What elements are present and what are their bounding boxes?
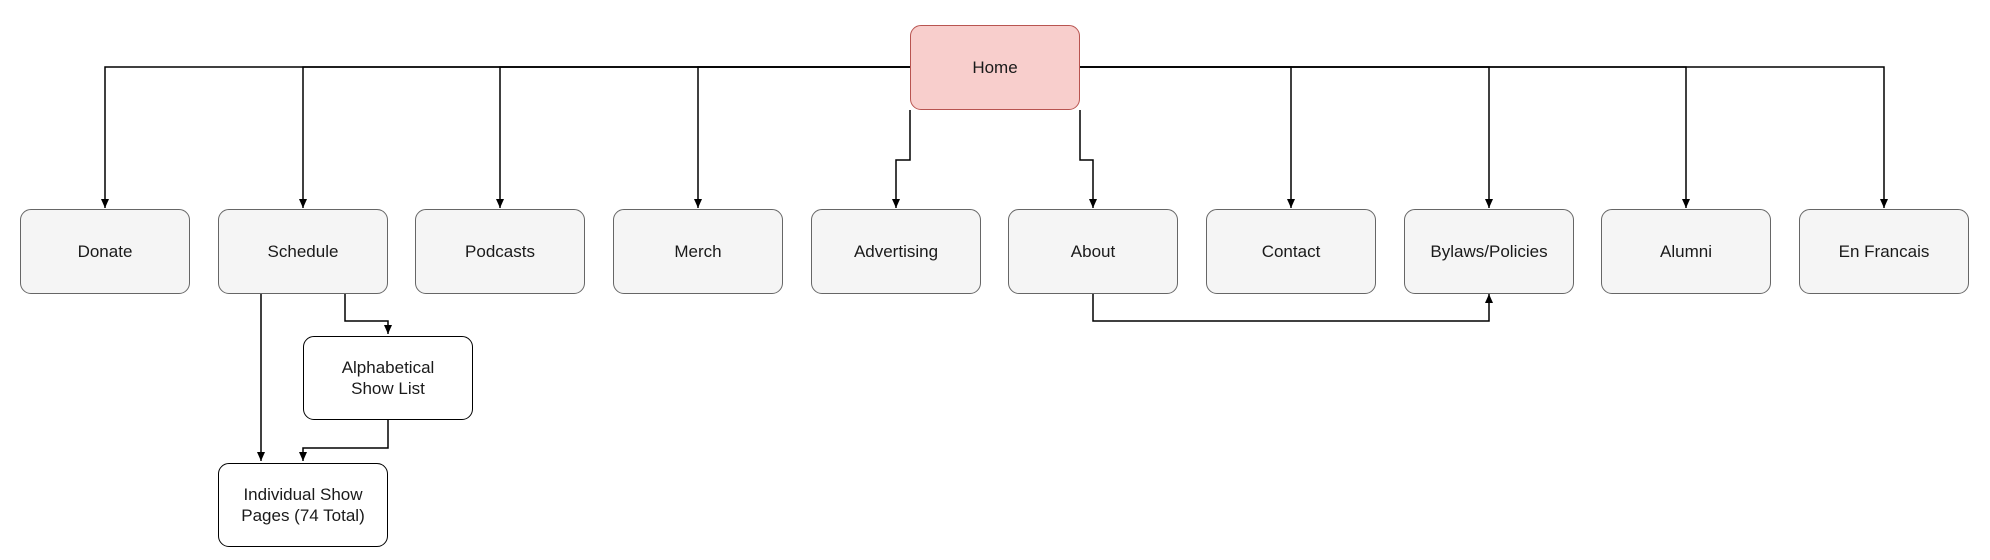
node-bylaws-policies[interactable]: Bylaws/Policies bbox=[1404, 209, 1574, 294]
node-schedule-label: Schedule bbox=[267, 242, 339, 261]
node-contact[interactable]: Contact bbox=[1206, 209, 1376, 294]
node-individual-show-pages-label: Individual Show Pages (74 Total) bbox=[241, 485, 365, 525]
connector-about-bylaws bbox=[1092, 293, 1493, 322]
node-en-francais-label: En Francais bbox=[1838, 242, 1930, 261]
node-donate[interactable]: Donate bbox=[20, 209, 190, 294]
node-podcasts-label: Podcasts bbox=[465, 242, 535, 261]
node-advertising-label: Advertising bbox=[853, 242, 939, 261]
connector-home-about bbox=[1079, 110, 1097, 208]
node-en-francais[interactable]: En Francais bbox=[1799, 209, 1969, 294]
node-merch-label: Merch bbox=[674, 242, 722, 261]
node-advertising[interactable]: Advertising bbox=[811, 209, 981, 294]
node-alumni-label: Alumni bbox=[1660, 242, 1712, 261]
connector-home-podcasts bbox=[496, 66, 910, 208]
connector-schedule-alphabetical bbox=[344, 293, 392, 334]
connector-home-schedule bbox=[299, 66, 910, 208]
node-home-label: Home bbox=[972, 58, 1018, 77]
node-alphabetical-show-list-label: Alphabetical Show List bbox=[341, 358, 435, 398]
node-schedule[interactable]: Schedule bbox=[218, 209, 388, 294]
connector-home-merch bbox=[694, 66, 910, 208]
connector-home-en-francais bbox=[1080, 66, 1888, 208]
node-podcasts[interactable]: Podcasts bbox=[415, 209, 585, 294]
connector-home-donate bbox=[101, 66, 910, 208]
node-contact-label: Contact bbox=[1261, 242, 1321, 261]
node-individual-show-pages[interactable]: Individual Show Pages (74 Total) bbox=[218, 463, 388, 547]
node-about[interactable]: About bbox=[1008, 209, 1178, 294]
node-merch[interactable]: Merch bbox=[613, 209, 783, 294]
connector-home-contact bbox=[1080, 66, 1295, 208]
node-bylaws-policies-label: Bylaws/Policies bbox=[1430, 242, 1548, 261]
connector-home-bylaws bbox=[1080, 66, 1493, 208]
connector-home-alumni bbox=[1080, 66, 1690, 208]
node-home[interactable]: Home bbox=[910, 25, 1080, 110]
connector-alphabetical-individual bbox=[299, 420, 389, 461]
node-about-label: About bbox=[1070, 242, 1116, 261]
node-alphabetical-show-list[interactable]: Alphabetical Show List bbox=[303, 336, 473, 420]
connector-home-advertising bbox=[892, 110, 911, 208]
node-donate-label: Donate bbox=[77, 242, 133, 261]
node-alumni[interactable]: Alumni bbox=[1601, 209, 1771, 294]
